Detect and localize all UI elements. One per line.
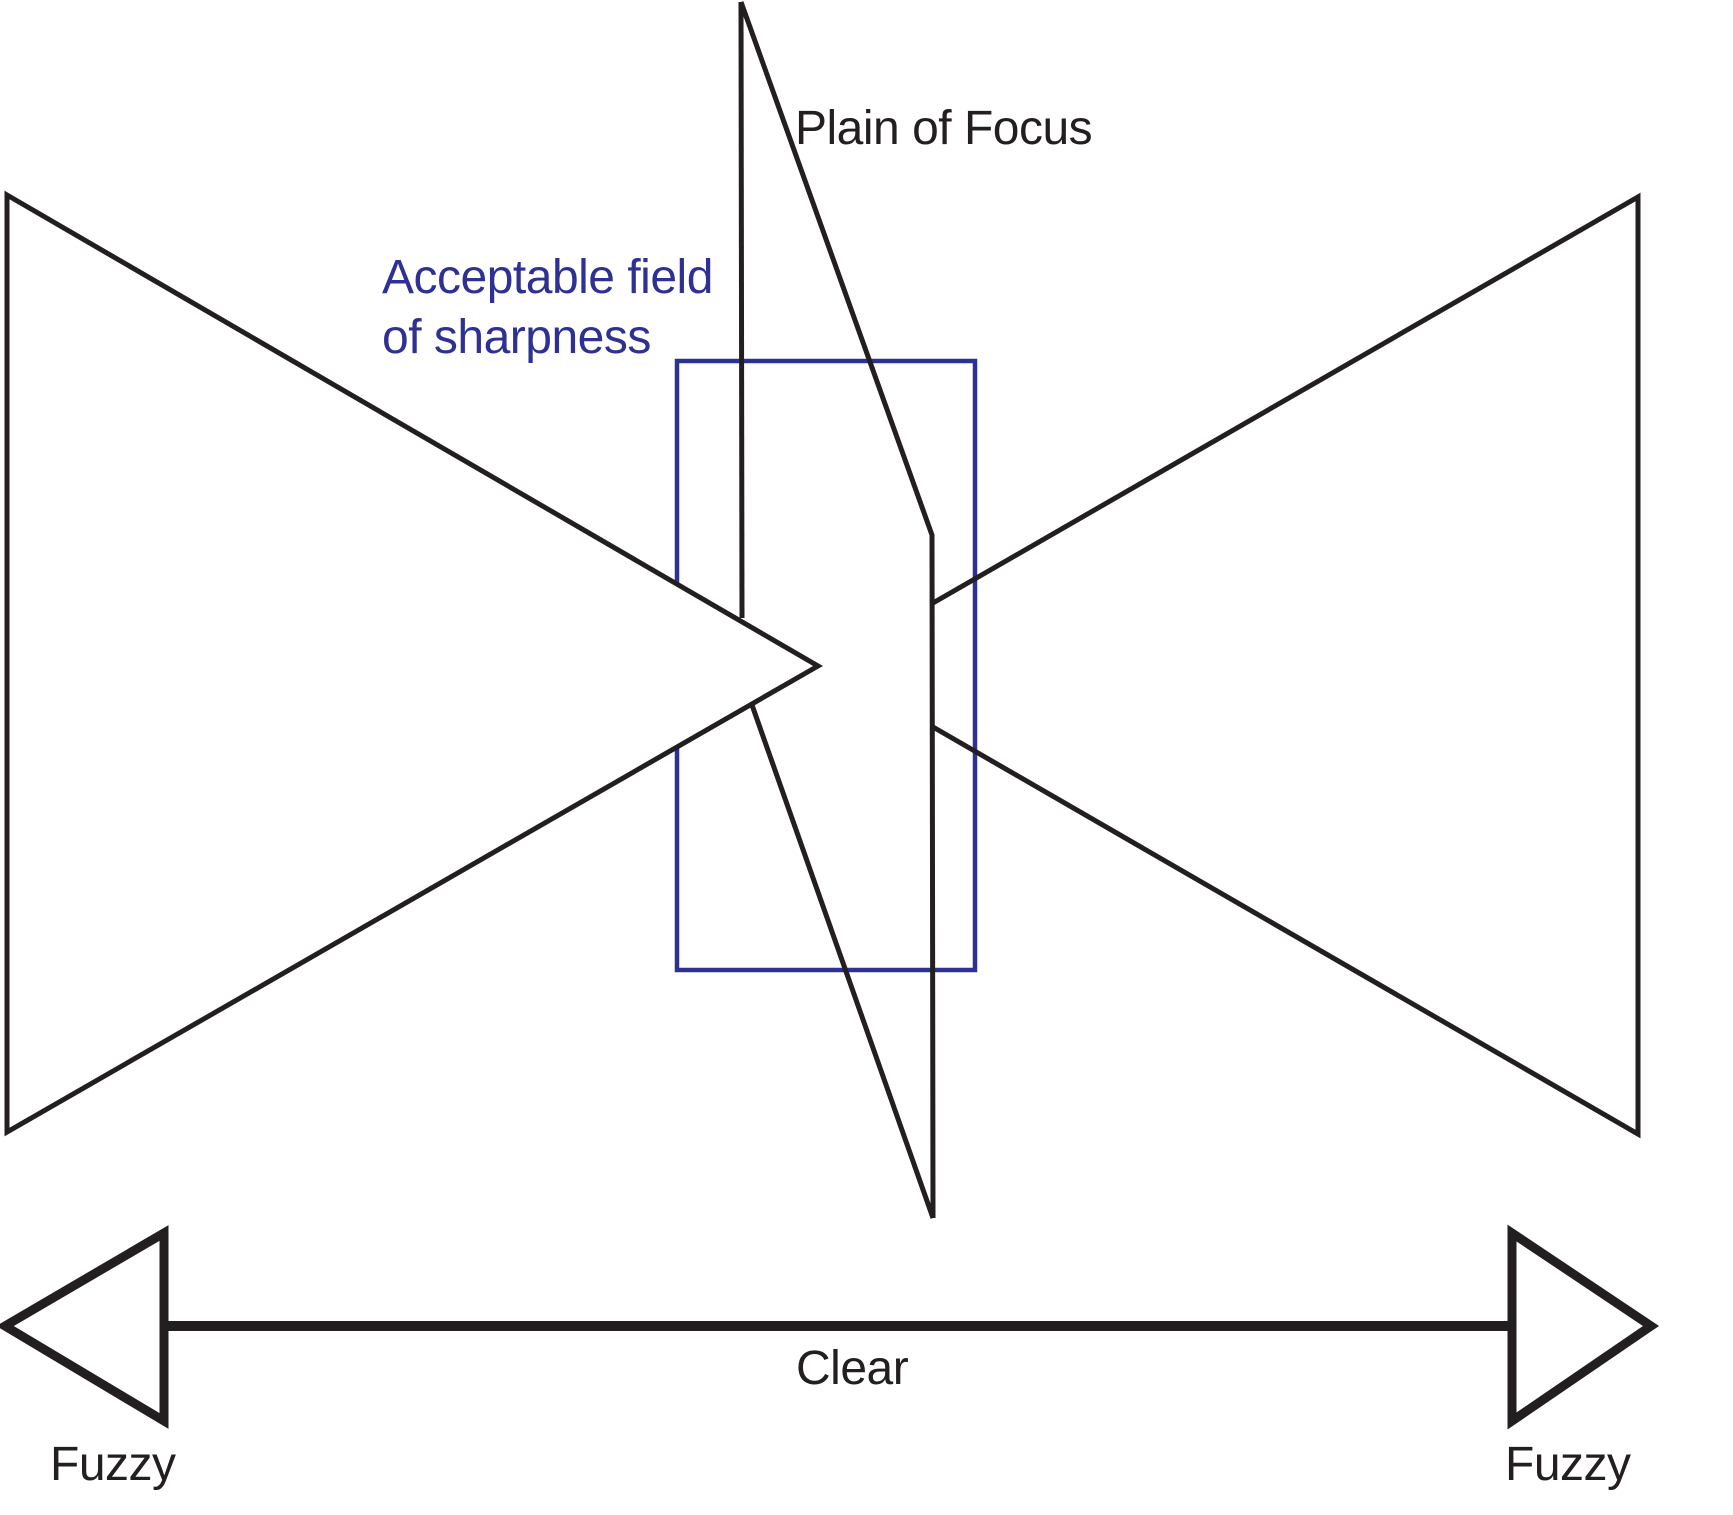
fuzzy-left-label: Fuzzy (50, 1438, 176, 1491)
plane-of-focus-shape (738, 1, 936, 1219)
plane-of-focus-label: Plain of Focus (795, 102, 1093, 155)
right-light-cone (931, 192, 1641, 1139)
left-arrowhead-icon (0, 1225, 169, 1429)
clear-label: Clear (796, 1342, 909, 1395)
plane-right-edge (738, 1, 936, 1219)
plane-lower-left-edge (749, 704, 936, 1219)
depth-axis-arrow (0, 1224, 1660, 1430)
acceptable-field-label-line2: of sharpness (382, 311, 651, 364)
fuzzy-right-label: Fuzzy (1505, 1438, 1631, 1491)
right-arrowhead-icon (1507, 1224, 1660, 1430)
acceptable-field-label: Acceptable field of sharpness (382, 248, 713, 368)
plane-left-edge (738, 1, 745, 619)
acceptable-field-label-line1: Acceptable field (382, 251, 713, 304)
left-light-cone (4, 190, 823, 1137)
